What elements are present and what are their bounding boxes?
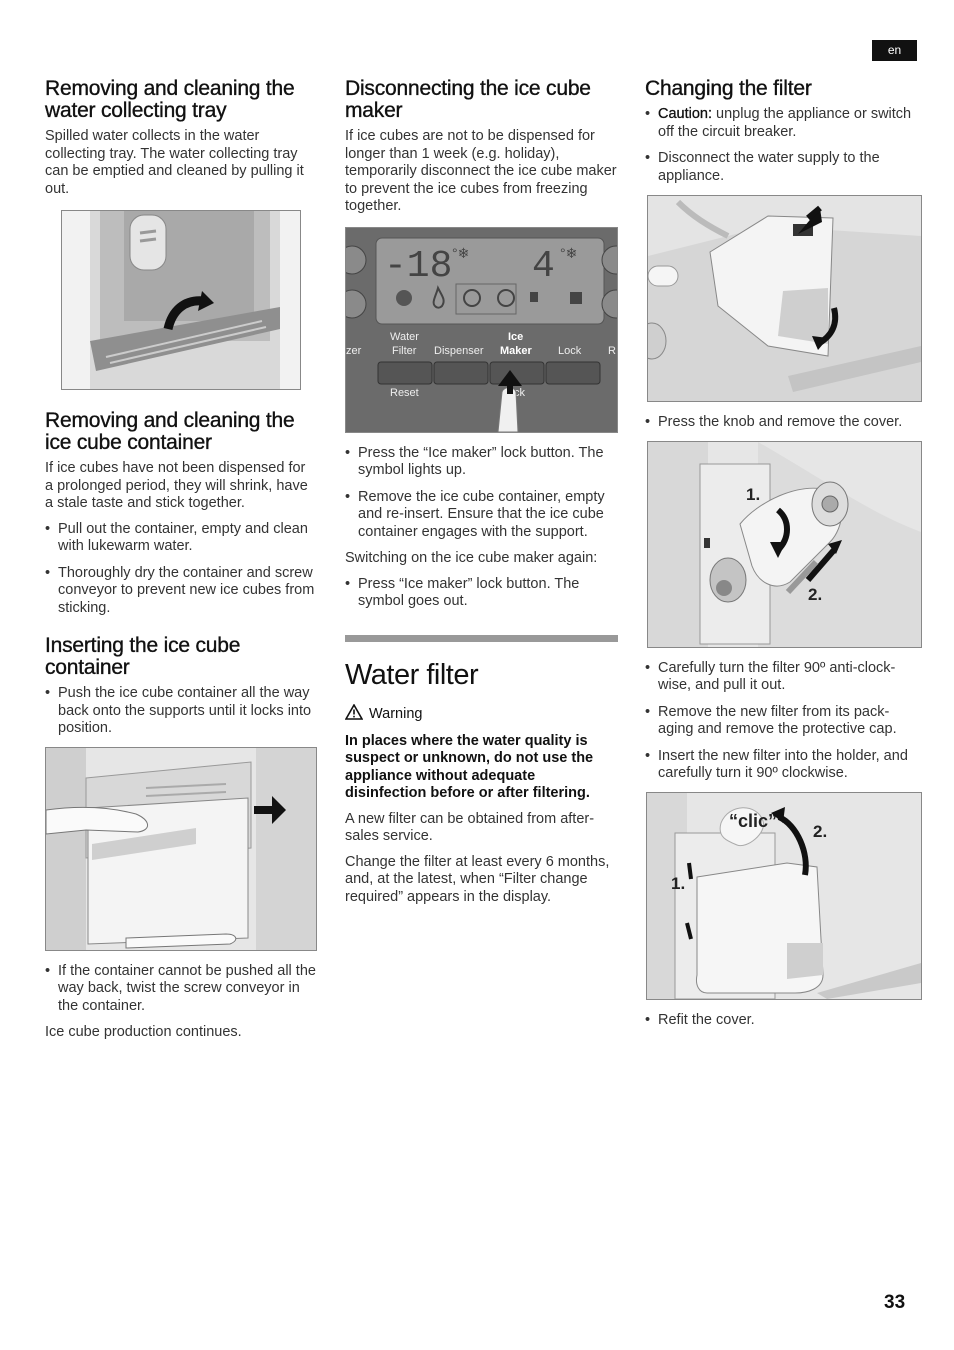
step-label-2-insert: 2. — [813, 822, 827, 841]
panel-label-dispenser: Dispenser — [434, 345, 484, 357]
list-item-caution: Caution: unplug the appliance or switch … — [645, 106, 921, 141]
list-switch-on: Press “Ice maker” lock button. The symbo… — [345, 576, 618, 611]
svg-text:°❄: °❄ — [560, 245, 577, 261]
panel-label-water: Water — [390, 331, 419, 343]
heading-water-filter: Water filter — [345, 658, 479, 691]
figure-filter-cover — [647, 195, 922, 402]
list-item: Thoroughly dry the container and screw c… — [45, 565, 317, 618]
list-filter-steps: Carefully turn the filter 90º anti-clock… — [645, 660, 921, 783]
clic-label: “clic” — [729, 811, 777, 831]
column-middle: Disconnecting the ice cube maker If ice … — [344, 77, 618, 914]
panel-label-zer: zer — [346, 345, 362, 357]
list-item: Remove the ice cube container, empty and… — [345, 489, 618, 542]
list-item: Press “Ice maker” lock button. The symbo… — [345, 576, 618, 611]
list-item: Press the “Ice maker” lock button. The s… — [345, 445, 618, 480]
heading-water-collecting-tray: Removing and cleaning the water collecti… — [45, 77, 295, 122]
list-inserting: Push the ice cube container all the way … — [45, 685, 317, 738]
list-refit: Refit the cover. — [645, 1012, 921, 1030]
list-item: Remove the new filter from its pack-agin… — [645, 704, 921, 739]
heading-changing-filter: Changing the filter — [645, 77, 812, 100]
svg-text:°❄: °❄ — [452, 245, 469, 261]
list-item: Press the knob and remove the cover. — [645, 414, 921, 432]
paragraph-switching-on: Switching on the ice cube maker again: — [345, 550, 598, 566]
list-item: If the container cannot be pushed all th… — [45, 963, 317, 1016]
warning-icon — [344, 702, 364, 725]
list-item: Refit the cover. — [645, 1012, 921, 1030]
heading-disconnecting-ice-maker: Disconnecting the ice cube maker — [345, 77, 591, 122]
language-tab: en — [872, 40, 917, 61]
warning-text: In places where the water quality is sus… — [345, 732, 594, 802]
step-label-1-insert: 1. — [671, 874, 685, 893]
paragraph-new-filter: A new filter can be obtained from after-… — [345, 810, 595, 845]
step-label-2: 2. — [808, 585, 822, 604]
step-label-1: 1. — [746, 485, 760, 504]
temp-right-readout: 4 — [532, 245, 555, 288]
paragraph-change-filter: Change the filter at least every 6 month… — [345, 853, 610, 905]
list-item: Insert the new filter into the holder, a… — [645, 748, 921, 783]
list-ice-maker-steps: Press the “Ice maker” lock button. The s… — [345, 445, 618, 542]
panel-label-ck: ck — [514, 387, 526, 399]
figure-control-panel: -18 4 °❄ °❄ zer Water Filter Dispenser I… — [345, 226, 618, 433]
warning-label: Warning — [344, 702, 618, 725]
list-filter-prep: Caution: unplug the appliance or switch … — [645, 106, 921, 185]
list-item: Disconnect the water supply to the appli… — [645, 150, 921, 185]
heading-ice-cube-container: Removing and cleaning the ice cube conta… — [45, 409, 295, 454]
panel-label-filter: Filter — [392, 345, 417, 357]
warning-text-label: Warning — [369, 706, 423, 722]
column-left: Removing and cleaning the water collecti… — [45, 77, 317, 1050]
list-item: Push the ice cube container all the way … — [45, 685, 317, 738]
paragraph-disconnecting: If ice cubes are not to be dispensed for… — [345, 128, 617, 214]
page-number: 33 — [884, 1292, 906, 1313]
list-inserting-2: If the container cannot be pushed all th… — [45, 963, 317, 1016]
panel-label-reset: Reset — [390, 387, 419, 399]
list-item: Carefully turn the filter 90º anti-clock… — [645, 660, 921, 695]
list-item: Pull out the container, empty and clean … — [45, 521, 317, 556]
heading-inserting-container: Inserting the ice cube container — [45, 634, 241, 679]
panel-label-maker: Maker — [500, 345, 533, 357]
panel-label-ice: Ice — [508, 331, 523, 343]
figure-water-tray — [61, 210, 301, 390]
figure-insert-filter: “clic” 1. 2. — [646, 791, 922, 1000]
paragraph-tray: Spilled water collects in the water coll… — [45, 128, 304, 197]
section-divider — [345, 634, 618, 642]
panel-label-lock: Lock — [558, 345, 582, 357]
paragraph-production-continues: Ice cube production continues. — [45, 1024, 242, 1040]
paragraph-ice-container: If ice cubes have not been dispensed for… — [45, 460, 308, 511]
column-right: Changing the filter Caution: unplug the … — [645, 77, 922, 1038]
list-remove-cover: Press the knob and remove the cover. — [645, 414, 921, 432]
temp-left-readout: -18 — [384, 245, 452, 288]
figure-remove-filter: 1. 2. — [647, 440, 922, 648]
figure-insert-container — [45, 746, 317, 951]
panel-label-r: R — [608, 345, 616, 357]
list-ice-container: Pull out the container, empty and clean … — [45, 521, 317, 618]
